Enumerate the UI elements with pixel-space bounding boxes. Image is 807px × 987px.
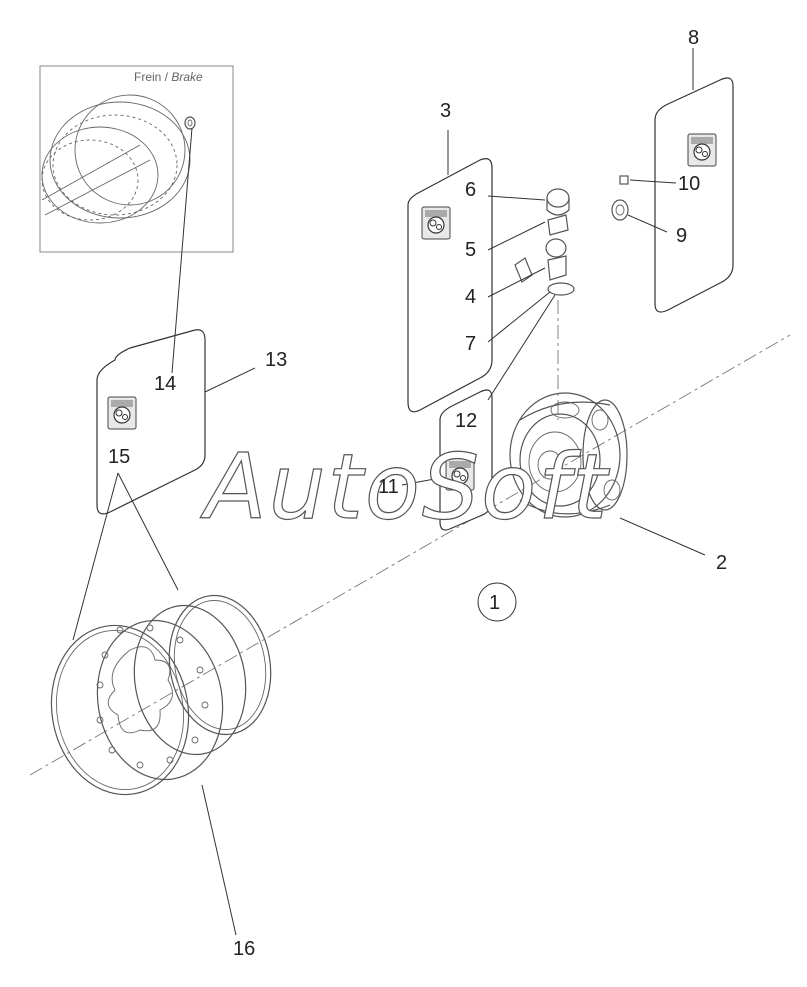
brake-inset: Frein / Brake (39, 65, 234, 253)
seal-parts (611, 175, 629, 221)
part-number-12: 12 (455, 410, 477, 432)
kit-bag-icon (687, 133, 717, 167)
part-number-14: 14 (154, 373, 176, 395)
brake-drawing (41, 94, 196, 224)
part-number-4: 4 (465, 286, 476, 308)
centre-axis (29, 334, 791, 776)
kit-bag-icon (107, 396, 137, 430)
kit-panel-13 (96, 329, 206, 515)
leader-lines (72, 48, 706, 936)
part-number-2: 2 (716, 552, 727, 574)
watermark: AutoSoft (200, 435, 611, 540)
kit-bag-icon (421, 206, 451, 240)
part-number-1: 1 (489, 592, 500, 614)
part-number-16: 16 (233, 938, 255, 960)
part-number-11: 11 (378, 476, 399, 498)
cam-ring-assembly (50, 594, 272, 796)
part-number-13: 13 (265, 349, 287, 371)
kit-panel-8 (654, 77, 734, 313)
inset-label: Frein / Brake (134, 70, 203, 84)
part-number-6: 6 (465, 179, 476, 201)
part-number-5: 5 (465, 239, 476, 261)
part-numbers: 1 2 3 4 5 6 7 8 9 10 11 12 13 14 15 16 (108, 27, 727, 960)
part-number-3: 3 (440, 100, 451, 122)
motor-housing (509, 392, 628, 518)
callout-circle-1 (477, 582, 517, 622)
kit-panel-3 (407, 158, 493, 413)
part-number-8: 8 (688, 27, 699, 49)
part-number-7: 7 (465, 333, 476, 355)
part-number-10: 10 (678, 173, 700, 195)
part-number-9: 9 (676, 225, 687, 247)
part-number-15: 15 (108, 446, 130, 468)
